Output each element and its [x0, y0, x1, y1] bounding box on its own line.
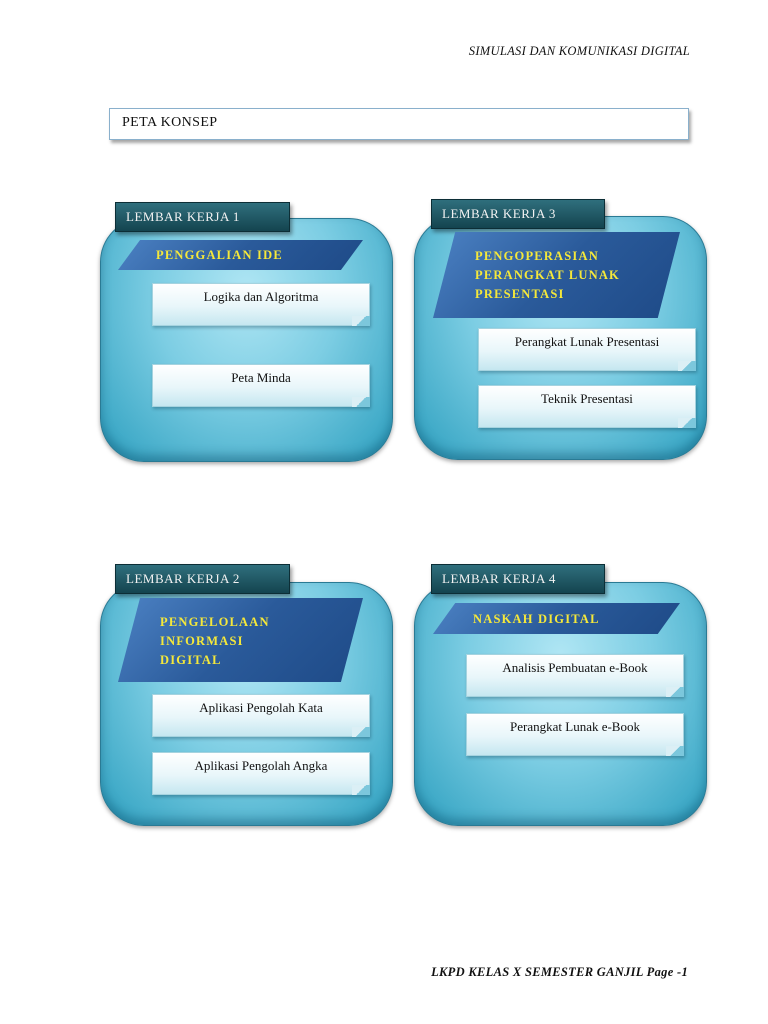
- document-footer: LKPD KELAS X SEMESTER GANJIL Page -1: [431, 965, 688, 979]
- worksheet-topic-banner: NASKAH DIGITAL: [433, 603, 680, 634]
- topic-card: Aplikasi Pengolah Angka: [152, 752, 370, 795]
- worksheet-tab: LEMBAR KERJA 1: [115, 202, 290, 232]
- topic-card: Peta Minda: [152, 364, 370, 407]
- banner-line: NASKAH DIGITAL: [473, 612, 600, 626]
- banner-line: PERANGKAT LUNAK: [475, 268, 620, 282]
- banner-line: PENGOPERASIAN: [475, 249, 599, 263]
- banner-line: PENGELOLAAN: [160, 615, 270, 629]
- banner-line: PRESENTASI: [475, 287, 565, 301]
- topic-card: Logika dan Algoritma: [152, 283, 370, 326]
- worksheet-topic-banner: PENGOPERASIAN PERANGKAT LUNAK PRESENTASI: [433, 232, 680, 318]
- worksheet-tab: LEMBAR KERJA 4: [431, 564, 605, 594]
- concept-map-title: PETA KONSEP: [109, 108, 689, 140]
- worksheet-topic-banner: PENGELOLAAN INFORMASI DIGITAL: [118, 598, 363, 682]
- banner-line: INFORMASI: [160, 634, 244, 648]
- topic-card: Perangkat Lunak Presentasi: [478, 328, 696, 371]
- banner-line: DIGITAL: [160, 653, 222, 667]
- topic-card: Perangkat Lunak e-Book: [466, 713, 684, 756]
- worksheet-topic-banner: PENGGALIAN IDE: [118, 240, 363, 270]
- topic-card: Teknik Presentasi: [478, 385, 696, 428]
- document-header-title: SIMULASI DAN KOMUNIKASI DIGITAL: [468, 44, 690, 58]
- worksheet-tab: LEMBAR KERJA 2: [115, 564, 290, 594]
- banner-line: PENGGALIAN IDE: [156, 248, 283, 262]
- worksheet-tab: LEMBAR KERJA 3: [431, 199, 605, 229]
- topic-card: Aplikasi Pengolah Kata: [152, 694, 370, 737]
- topic-card: Analisis Pembuatan e-Book: [466, 654, 684, 697]
